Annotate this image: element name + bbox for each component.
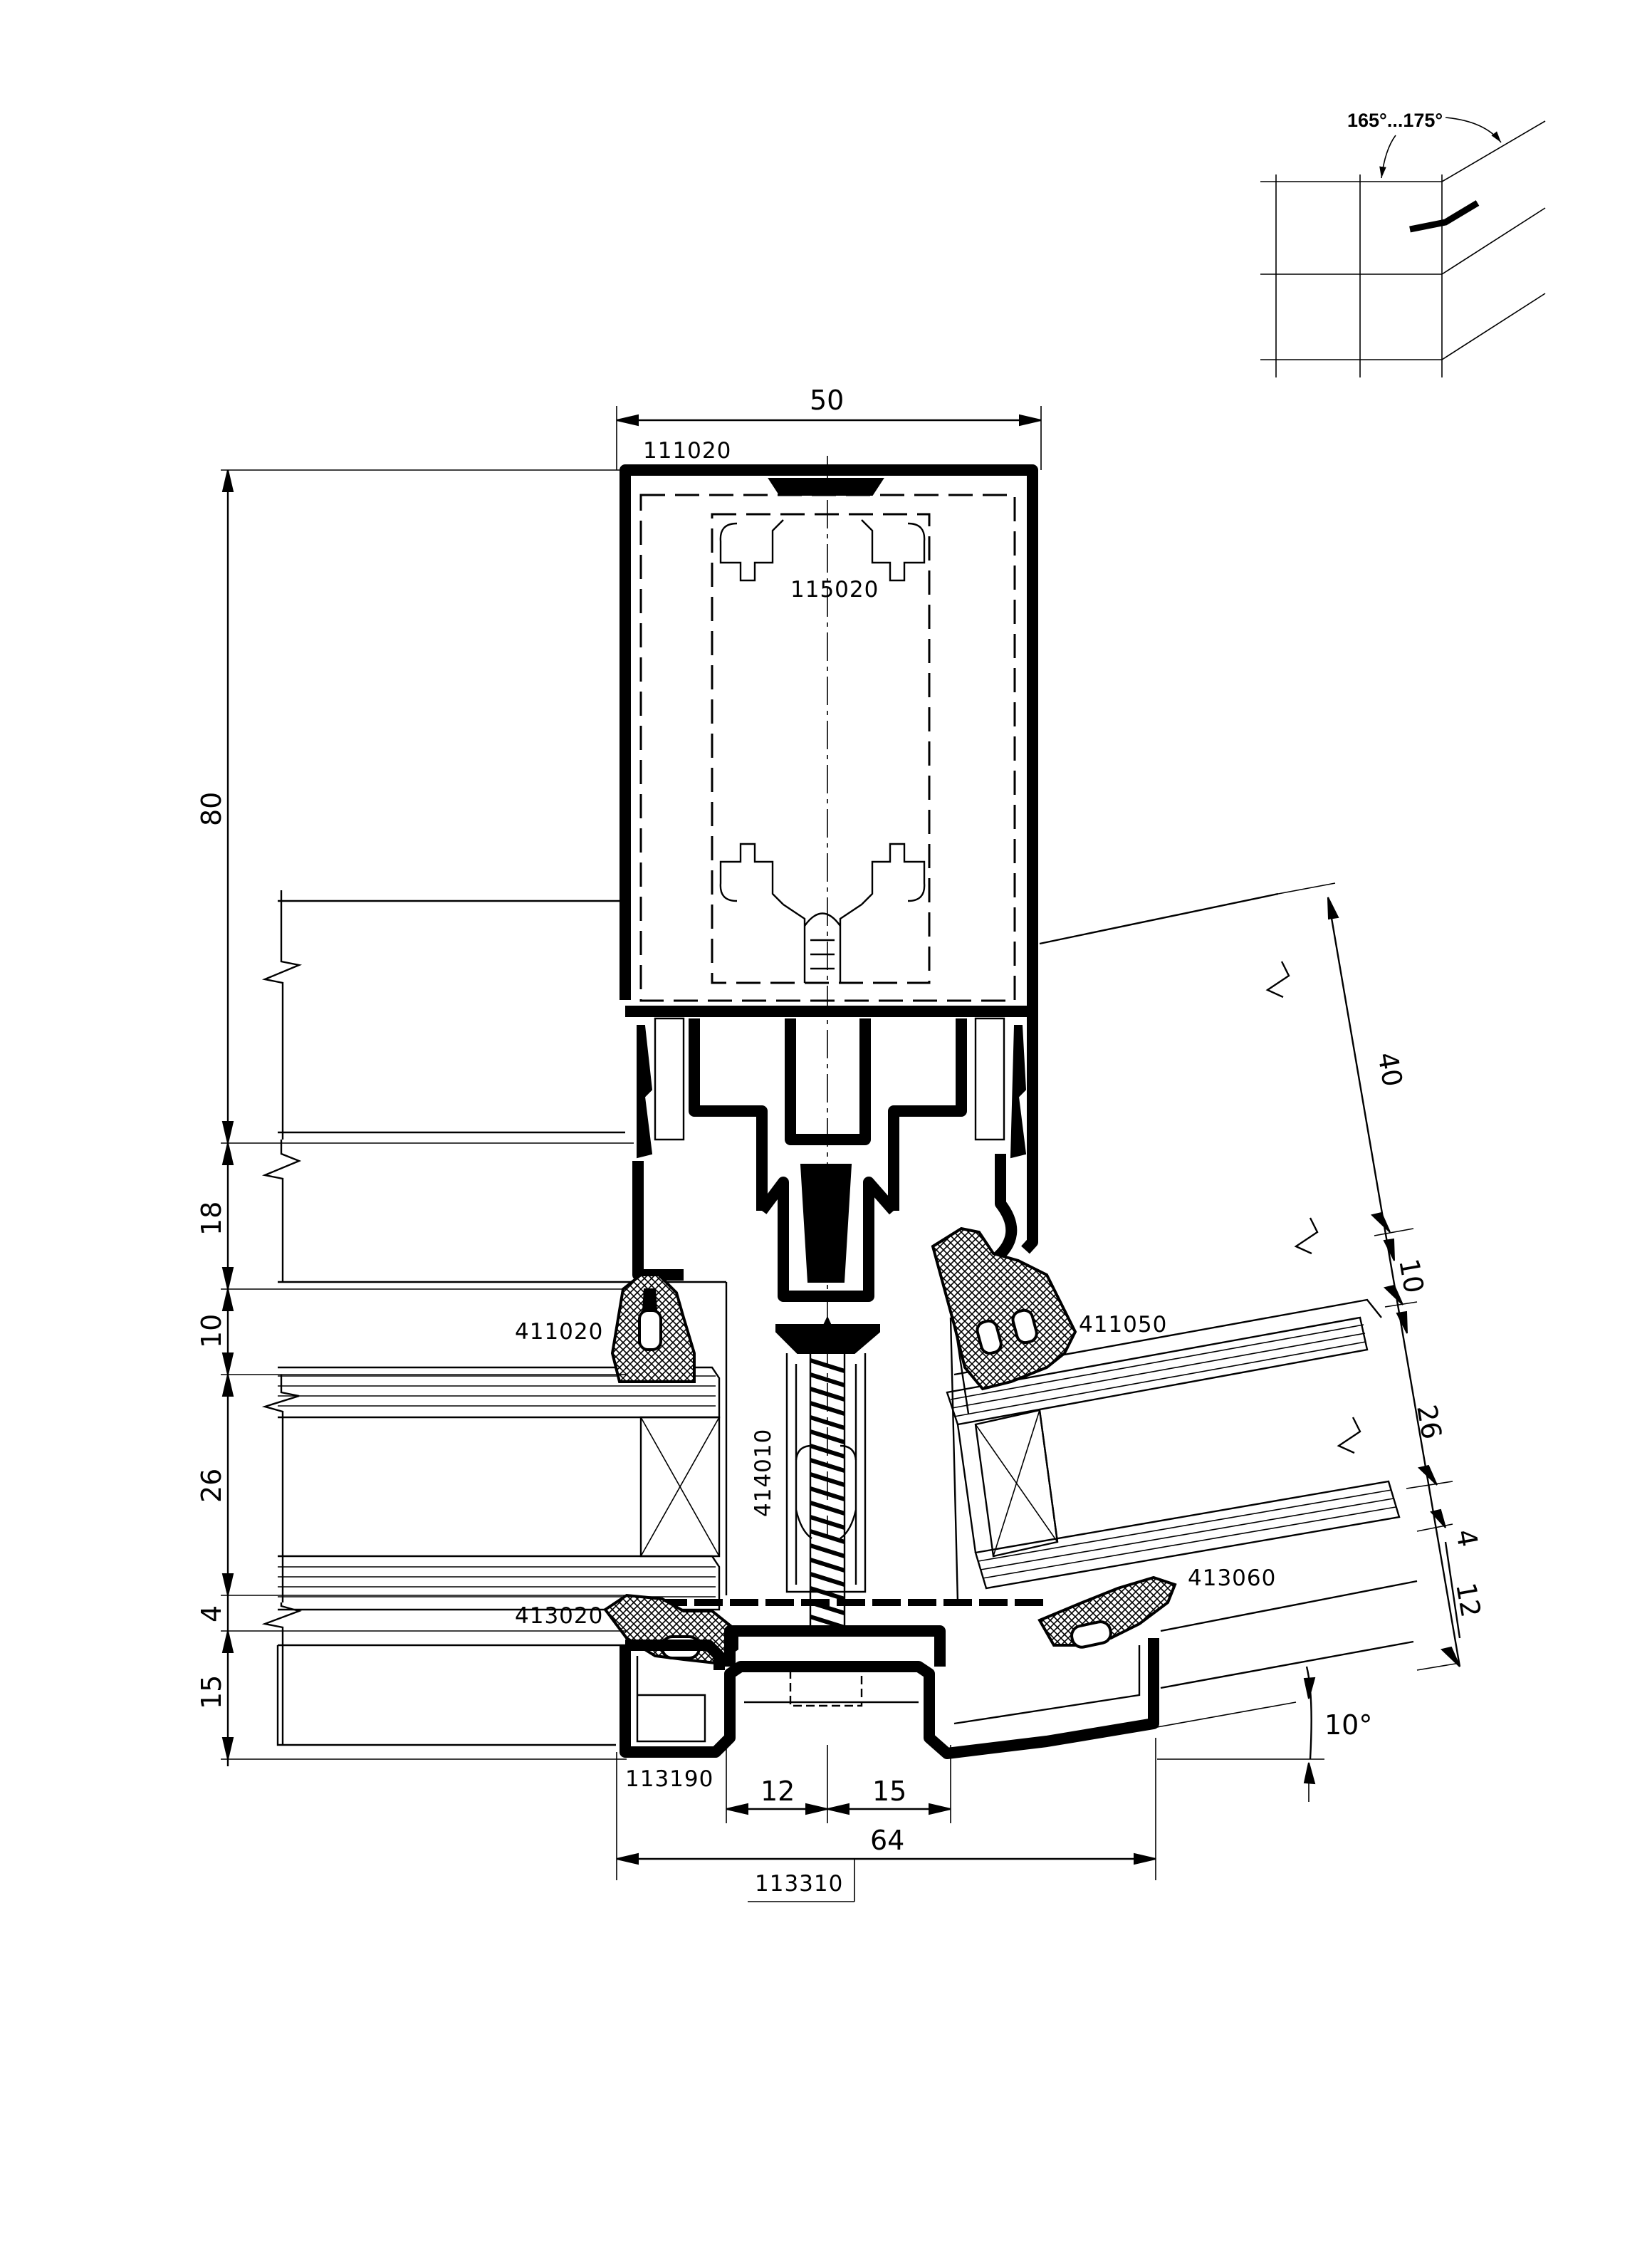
mullion-code-111020: 111020 xyxy=(643,438,731,464)
angle-sketch: 165°...175° xyxy=(1260,110,1546,377)
mullion-profile: 115020 xyxy=(620,456,1038,1538)
dim-26-right: 26 xyxy=(1411,1402,1448,1442)
bottom-dimension-chain xyxy=(616,1666,1324,1902)
dim-angle-10: 10° xyxy=(1324,1709,1372,1741)
dim-4-right: 4 xyxy=(1450,1527,1484,1549)
pressure-plate-code-113190: 113190 xyxy=(625,1766,713,1792)
insert-code-115020: 115020 xyxy=(790,577,879,603)
dim-26-left: 26 xyxy=(196,1469,227,1503)
dim-40: 40 xyxy=(1371,1050,1408,1089)
screw-assembly xyxy=(775,1315,880,1631)
dim-10-left: 10 xyxy=(196,1314,227,1348)
gasket-411050 xyxy=(931,1226,1077,1391)
dim-64: 64 xyxy=(870,1825,904,1856)
dim-15-bottom: 15 xyxy=(872,1776,906,1807)
top-dimension xyxy=(616,406,1042,470)
pressure-plate xyxy=(620,1625,1159,1759)
left-glazing-unit xyxy=(261,890,728,1746)
dim-15-left: 15 xyxy=(196,1675,227,1709)
right-dimension-chain xyxy=(1265,882,1461,1671)
dim-80: 80 xyxy=(196,792,227,826)
dim-50: 50 xyxy=(810,385,844,416)
dim-4-left: 4 xyxy=(196,1605,227,1622)
dim-12-bottom: 12 xyxy=(760,1776,795,1807)
dim-12-right-line xyxy=(1444,1541,1461,1639)
cover-cap-code-113310: 113310 xyxy=(755,1871,843,1897)
seal-code-413020: 413020 xyxy=(515,1603,603,1629)
angle-range-label: 165°...175° xyxy=(1347,110,1443,131)
dim-10-right: 10 xyxy=(1393,1256,1430,1296)
gasket-code-411020: 411020 xyxy=(515,1319,603,1345)
gasket-code-411050: 411050 xyxy=(1079,1312,1167,1338)
left-dimension-chain xyxy=(221,469,634,1766)
screw-code-414010: 414010 xyxy=(751,1429,776,1517)
right-glazing-unit xyxy=(946,892,1418,1689)
seal-code-413060: 413060 xyxy=(1188,1565,1276,1591)
dim-18: 18 xyxy=(196,1202,227,1236)
